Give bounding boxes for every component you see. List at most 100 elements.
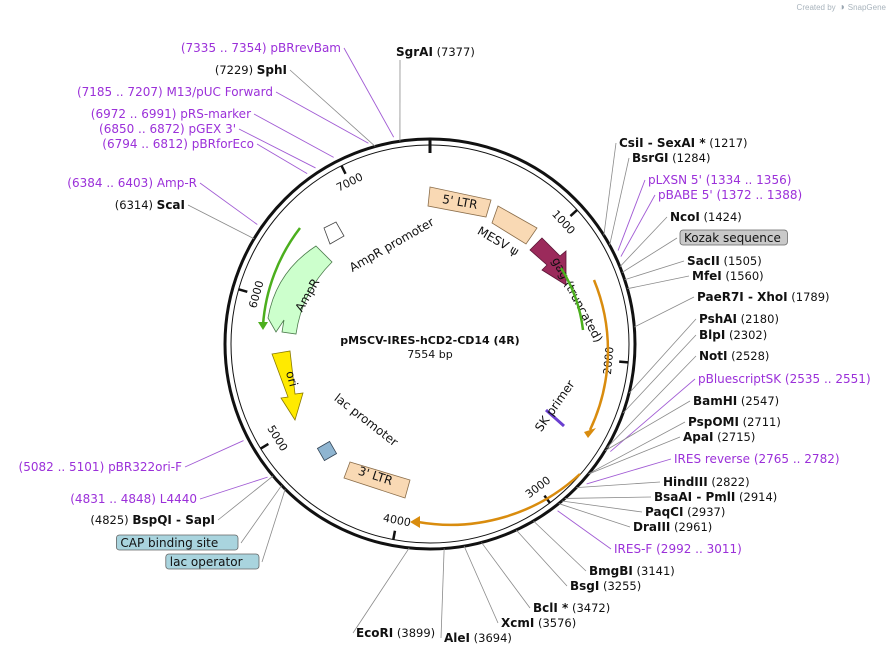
tick-label-7000: 7000: [334, 170, 365, 194]
snapgene-brand: Created by ◑ SnapGene: [797, 2, 886, 13]
primer-6-left[interactable]: (6384 .. 6403) Amp-R: [67, 176, 258, 225]
orf-arrow-green: [559, 267, 585, 331]
site-sgrai[interactable]: SgrAI (7377): [396, 45, 475, 142]
tick-mark-6000: [238, 288, 248, 294]
primer-3-left[interactable]: (6972 .. 6991) pRS-marker: [91, 107, 334, 158]
label-ori: ori: [283, 369, 301, 388]
primer-2-right[interactable]: pLXSN 5' (1334 .. 1356): [617, 173, 791, 251]
site-label: EcoRI (3899): [356, 626, 435, 640]
snapgene-logo-icon: ◑: [838, 2, 845, 13]
site-7-left[interactable]: (6314) ScaI: [115, 198, 255, 240]
site-label: pBluescriptSK (2535 .. 2551): [698, 372, 871, 386]
site-label: pBABE 5' (1372 .. 1388): [658, 188, 802, 202]
tick-mark-2000: [619, 360, 629, 364]
site-22-right[interactable]: BmgBI (3141): [533, 520, 675, 578]
primer-3-right[interactable]: pBABE 5' (1372 .. 1388): [620, 188, 802, 257]
site-label: BclI * (3472): [533, 601, 610, 615]
site-label: ApaI (2715): [683, 430, 755, 444]
site-18-right[interactable]: BsaAI - PmlI (2914): [564, 490, 777, 504]
label-5ltr: 5' LTR: [441, 192, 478, 212]
site-17-right[interactable]: HindIII (2822): [576, 475, 750, 489]
site-23-right[interactable]: BsgI (3255): [515, 529, 641, 593]
site-label: NotI (2528): [699, 349, 769, 363]
site-5-right[interactable]: Kozak sequence: [621, 229, 788, 273]
site-label: IRES-F (2992 .. 3011): [614, 542, 742, 556]
site-label: (6384 .. 6403) Amp-R: [67, 176, 197, 190]
site-label: BsrGI (1284): [632, 151, 710, 165]
orf-arrowhead-orange-1: [584, 428, 596, 438]
site-10-right[interactable]: BlpI (2302): [622, 328, 767, 414]
site-label: lac operator: [170, 555, 243, 569]
site-15-right[interactable]: ApaI (2715): [588, 430, 755, 475]
site-label: (4825) BspQI - SapI: [90, 513, 215, 527]
orf-arrowhead-orange-2: [410, 516, 420, 528]
site-25-right[interactable]: XcmI (3576): [463, 545, 576, 630]
site-label: CAP binding site: [120, 536, 218, 550]
site-label: (6850 .. 6872) pGEX 3': [99, 122, 236, 136]
tick-label-5000: 5000: [264, 423, 290, 454]
feature-ori[interactable]: ori: [271, 350, 304, 421]
primer-9-left[interactable]: (4831 .. 4848) L4440: [70, 476, 268, 506]
site-label: PaqCI (2937): [645, 505, 725, 519]
site-label: Kozak sequence: [684, 231, 781, 245]
site-20-right[interactable]: DraIII (2961): [558, 503, 713, 534]
site-label: (6972 .. 6991) pRS-marker: [91, 107, 251, 121]
site-10-left[interactable]: (4825) BspQI - SapI: [90, 475, 274, 527]
tick-mark-1000: [569, 209, 578, 217]
feature-ampr[interactable]: AmpR: [267, 245, 333, 335]
orf-arrowhead-green-left: [258, 322, 268, 330]
site-12-left[interactable]: lac operator: [165, 488, 286, 570]
primer-21-right[interactable]: IRES-F (2992 .. 3011): [557, 510, 742, 556]
site-label: CsiI - SexAI * (1217): [619, 136, 748, 150]
site-label: IRES reverse (2765 .. 2782): [674, 452, 840, 466]
site-24-right[interactable]: BclI * (3472): [481, 542, 610, 615]
feature-sk-primer[interactable]: SK primer: [532, 378, 577, 435]
primer-4-left[interactable]: (6850 .. 6872) pGEX 3': [99, 122, 316, 169]
feature-gag[interactable]: gag (truncated): [529, 237, 606, 345]
site-27-right[interactable]: EcoRI (3899): [352, 547, 435, 640]
site-label: BlpI (2302): [699, 328, 767, 342]
orf-arrow-orange-1: [588, 279, 610, 431]
tick-mark-4000: [392, 530, 397, 540]
site-9-right[interactable]: PshAI (2180): [628, 312, 779, 394]
site-label: (7185 .. 7207) M13/pUC Forward: [77, 85, 273, 99]
site-19-right[interactable]: PaqCI (2937): [561, 500, 725, 519]
primer-16-right[interactable]: IRES reverse (2765 .. 2782): [586, 452, 840, 485]
site-11-right[interactable]: NotI (2528): [606, 349, 770, 449]
site-13-right[interactable]: BamHI (2547): [604, 394, 779, 452]
site-label: BsgI (3255): [570, 579, 641, 593]
site-label: SacII (1505): [687, 254, 762, 268]
site-14-right[interactable]: PspOMI (2711): [588, 415, 781, 474]
site-label: BmgBI (3141): [589, 564, 675, 578]
feature-3ltr[interactable]: 3' LTR: [343, 461, 411, 499]
site-label: PshAI (2180): [699, 312, 779, 326]
site-11-left[interactable]: CAP binding site: [116, 485, 282, 551]
tick-mark-7000: [340, 165, 347, 175]
primer-12-right[interactable]: pBluescriptSK (2535 .. 2551): [610, 372, 871, 452]
plasmid-length: 7554 bp: [407, 348, 452, 361]
primer-0-left[interactable]: (7335 .. 7354) pBRrevBam: [181, 41, 395, 138]
feature-lac-promoter[interactable]: lac promoter: [316, 391, 401, 462]
primer-8-left[interactable]: (5082 .. 5101) pBR322ori-F: [19, 440, 244, 474]
site-4-right[interactable]: NcoI (1424): [619, 210, 742, 268]
site-label: HindIII (2822): [663, 475, 750, 489]
site-1-right[interactable]: BsrGI (1284): [609, 151, 711, 246]
primer-5-left[interactable]: (6794 .. 6812) pBRforEco: [102, 137, 308, 175]
feature-ampr-promoter[interactable]: AmpR promoter: [323, 215, 436, 275]
site-0-right[interactable]: CsiI - SexAI * (1217): [603, 136, 748, 236]
site-label: PspOMI (2711): [688, 415, 781, 429]
feature-5ltr[interactable]: 5' LTR: [427, 186, 492, 218]
site-26-right[interactable]: AleI (3694): [440, 548, 512, 645]
plasmid-name: pMSCV-IRES-hCD2-CD14 (4R): [340, 334, 519, 347]
tick-label-6000: 6000: [246, 279, 266, 309]
site-7-right[interactable]: MfeI (1560): [627, 269, 764, 290]
site-label: (6794 .. 6812) pBRforEco: [102, 137, 254, 151]
site-6-right[interactable]: SacII (1505): [624, 254, 762, 281]
site-label: (7335 .. 7354) pBRrevBam: [181, 41, 341, 55]
site-8-right[interactable]: PaeR7I - XhoI (1789): [634, 290, 830, 328]
primer-2-left[interactable]: (7185 .. 7207) M13/pUC Forward: [77, 85, 369, 144]
site-1-left[interactable]: (7229) SphI: [215, 63, 376, 147]
site-label: AleI (3694): [444, 631, 512, 645]
site-label: BamHI (2547): [693, 394, 779, 408]
